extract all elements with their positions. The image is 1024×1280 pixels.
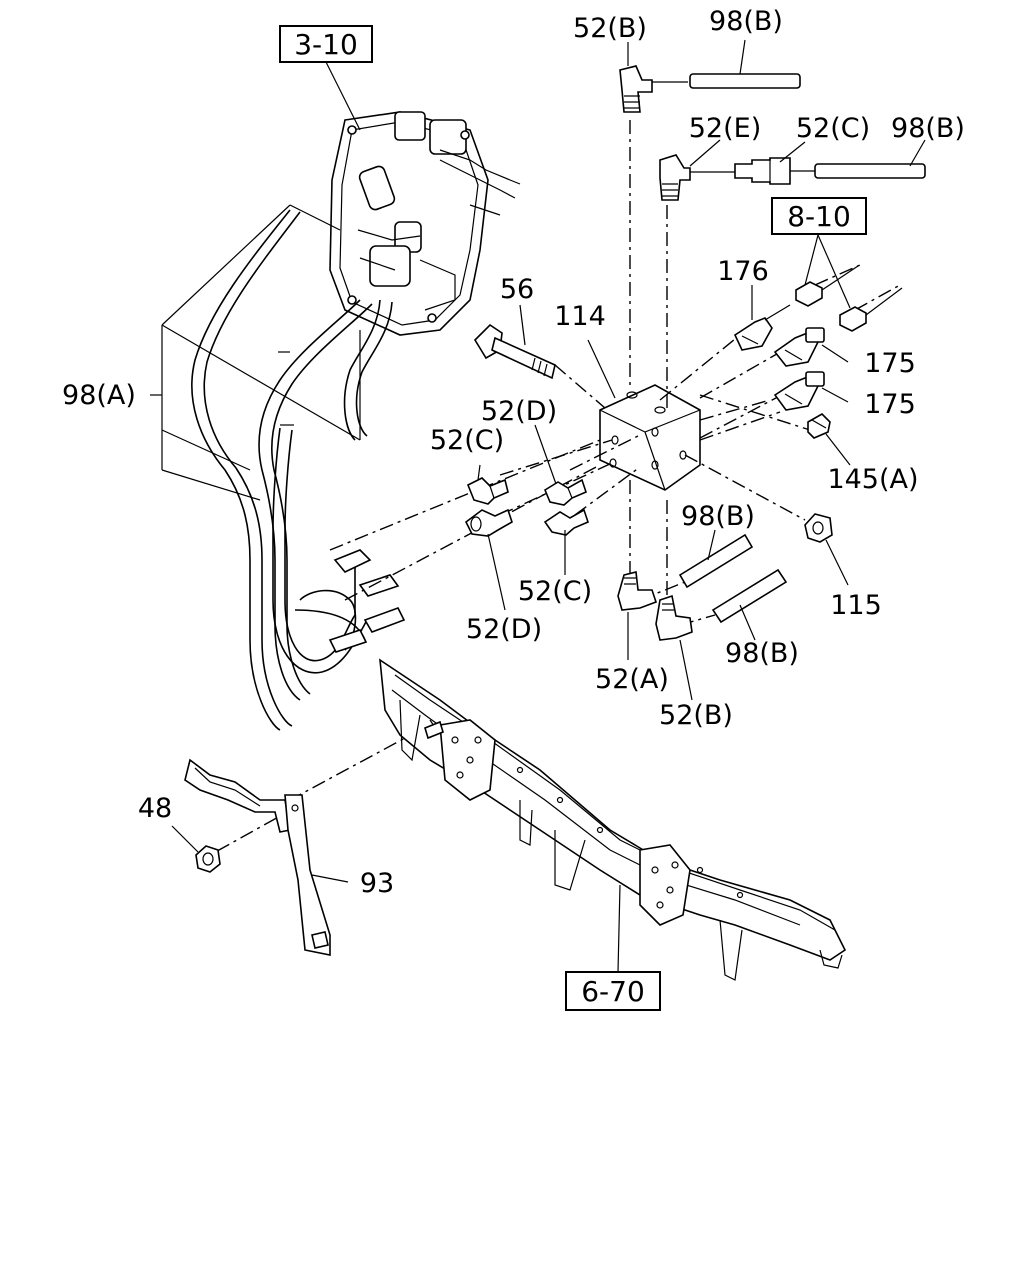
leader-52d-top — [534, 424, 557, 485]
label-145a[interactable]: 145(A) — [827, 464, 918, 495]
leader-8-10-b — [817, 234, 851, 309]
label-98b-low[interactable]: 98(B) — [725, 638, 799, 669]
callout-labels: 52(B) 98(B) 52(E) 52(C) 98(B) 176 56 114… — [62, 6, 965, 899]
label-176[interactable]: 176 — [717, 256, 769, 287]
label-52d-top[interactable]: 52(D) — [481, 396, 557, 427]
leader-48 — [171, 825, 199, 853]
ref-box-8-10[interactable]: 8-10 — [771, 197, 867, 235]
fitting-52c-left[interactable] — [466, 477, 509, 505]
fitting-52a[interactable] — [617, 571, 658, 611]
leader-8-10-a — [804, 234, 819, 286]
valve-assembly — [329, 111, 521, 336]
frame-stud — [424, 720, 444, 740]
leader-98b-top — [739, 39, 746, 75]
leader-52e — [689, 139, 721, 167]
leader-98b-low — [739, 604, 756, 641]
ref-6-70-label: 6-70 — [581, 975, 645, 1008]
leader-52b-low — [679, 639, 693, 701]
bracket-93[interactable] — [184, 758, 331, 956]
label-48[interactable]: 48 — [138, 793, 172, 824]
bolt-56[interactable] — [473, 323, 556, 380]
leader-3-10 — [325, 61, 361, 131]
leader-52c-top — [779, 141, 806, 163]
leader-52c-left — [477, 464, 481, 481]
fitting-52d-top[interactable] — [543, 478, 587, 506]
label-93[interactable]: 93 — [360, 868, 394, 899]
leader-93 — [311, 874, 349, 883]
leader-145a — [825, 433, 851, 466]
label-52a[interactable]: 52(A) — [595, 664, 669, 695]
nut-48[interactable] — [195, 845, 221, 873]
label-52c-top[interactable]: 52(C) — [796, 113, 870, 144]
label-114[interactable]: 114 — [554, 301, 606, 332]
leader-175-a — [821, 344, 849, 363]
label-52b-top[interactable]: 52(B) — [573, 13, 647, 44]
label-52b-low[interactable]: 52(B) — [659, 700, 733, 731]
tube-98b-right[interactable] — [678, 533, 754, 589]
label-52d-low[interactable]: 52(D) — [466, 614, 542, 645]
fitting-52b-top[interactable] — [619, 65, 653, 113]
fitting-52b-low[interactable] — [655, 594, 693, 641]
connector-8-10-a[interactable] — [795, 265, 859, 307]
tube-98b-low[interactable] — [711, 568, 788, 624]
nut-115[interactable] — [804, 513, 833, 543]
sensor-176[interactable] — [733, 304, 791, 351]
chassis-frame — [379, 658, 847, 981]
sensor-175-b[interactable] — [773, 371, 825, 411]
leader-115 — [825, 539, 849, 586]
label-52c-low[interactable]: 52(C) — [518, 576, 592, 607]
label-52c-left[interactable]: 52(C) — [430, 425, 504, 456]
leader-98b-right — [707, 529, 716, 561]
leader-56 — [519, 304, 526, 346]
sensor-175-a[interactable] — [773, 327, 825, 367]
ref-box-6-70[interactable]: 6-70 — [565, 971, 661, 1011]
plug-145a[interactable] — [807, 413, 831, 439]
fitting-52e[interactable] — [659, 154, 691, 201]
leader-52d-low — [487, 533, 506, 611]
label-175-b[interactable]: 175 — [864, 389, 916, 420]
connector-8-10-b[interactable] — [839, 287, 903, 332]
label-98b-mid[interactable]: 98(B) — [891, 113, 965, 144]
leader-98b-mid — [909, 139, 926, 167]
leader-114 — [587, 339, 616, 399]
fitting-52c-top[interactable] — [734, 157, 791, 185]
leader-175-b — [821, 387, 849, 403]
ref-8-10-label: 8-10 — [787, 200, 851, 233]
junction-block-114[interactable] — [599, 384, 701, 491]
label-98b-top[interactable]: 98(B) — [709, 6, 783, 37]
tube-98b-top[interactable] — [689, 73, 801, 89]
ref-3-10-label: 3-10 — [294, 28, 358, 61]
leader-6-70 — [617, 884, 621, 973]
label-98b-right[interactable]: 98(B) — [681, 501, 755, 532]
fitting-52c-low[interactable] — [543, 508, 589, 536]
label-98a[interactable]: 98(A) — [62, 380, 136, 411]
label-56[interactable]: 56 — [500, 274, 534, 305]
callout-98a-bracket — [150, 204, 361, 501]
ref-box-3-10[interactable]: 3-10 — [279, 25, 373, 63]
label-52e[interactable]: 52(E) — [689, 113, 761, 144]
fitting-52d-low[interactable] — [464, 508, 513, 537]
label-175-a[interactable]: 175 — [864, 348, 916, 379]
tube-98b-mid[interactable] — [814, 163, 926, 179]
hose-group-98a — [191, 209, 406, 731]
label-115[interactable]: 115 — [830, 590, 882, 621]
